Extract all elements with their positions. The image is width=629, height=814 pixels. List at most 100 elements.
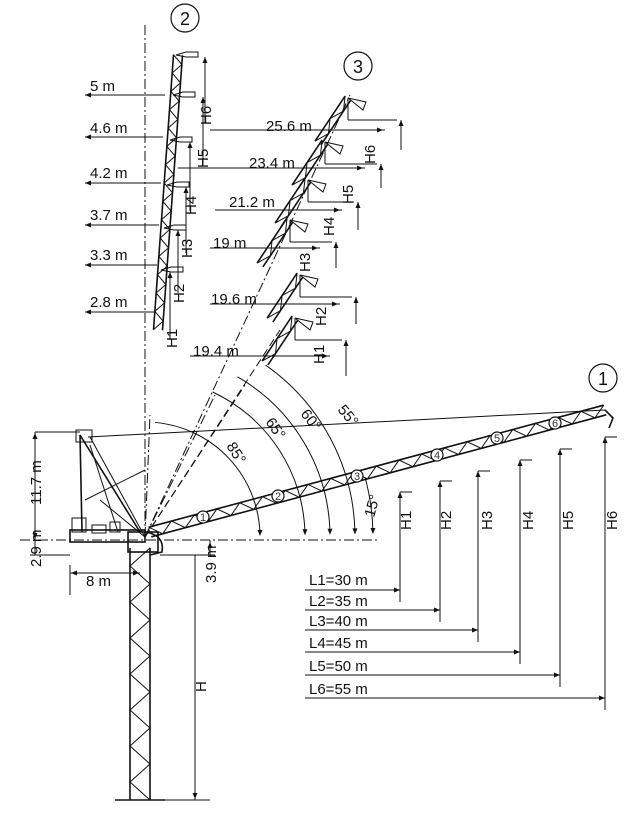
arrowhead [322, 353, 328, 359]
tower-mast-lacing [129, 547, 151, 801]
pos3-height-label: H5 [340, 185, 357, 204]
arrowhead [397, 492, 403, 498]
arrowhead [352, 528, 358, 535]
pos2-radius-label: 3.7 m [90, 207, 128, 224]
pos3-radius-label: 23.4 m [249, 155, 295, 172]
pos1-height-label: H3 [479, 511, 496, 530]
jib-position-2-lacing [153, 54, 183, 331]
jib-position-2 [152, 54, 175, 330]
pos1-length-label: L6=55 m [309, 681, 368, 698]
a-frame-head [75, 429, 93, 443]
pos2-jib-head [169, 136, 193, 143]
arrowhead [183, 187, 189, 193]
pos3-jib-lacing [291, 140, 323, 186]
jib-marker [271, 489, 285, 503]
jib-marker-label: 5 [494, 433, 500, 445]
arrowhead [475, 471, 481, 477]
jib-marker [430, 448, 444, 462]
position-3-label: 3 [353, 57, 363, 77]
pos2-radius-label: 4.2 m [90, 165, 128, 182]
arrowhead [398, 120, 404, 126]
arrowhead [32, 533, 38, 539]
pos3-jib-lacing [274, 178, 306, 224]
pos3-height-label: H1 [311, 345, 328, 364]
pos1-length-label: L2=35 m [309, 593, 368, 610]
winch [91, 524, 107, 534]
jib-65-line [144, 394, 216, 538]
pos2-jib-head [163, 224, 187, 231]
angle-label-65: 65° [262, 415, 289, 443]
pos3-jib-head [299, 274, 319, 288]
pos1-length-label: L3=40 m [309, 613, 368, 630]
pos1-length-label: L1=30 m [309, 572, 368, 589]
a-frame-brace [99, 499, 146, 538]
pos3-radius-label: 19 m [213, 235, 246, 252]
jib-marker [490, 431, 504, 445]
jib-head [604, 409, 614, 429]
arrowhead [175, 230, 181, 236]
dim-slew-height: 3.9 m [203, 545, 220, 583]
position-1-marker: 1 [588, 363, 618, 393]
pos3-jib-lacing [256, 218, 288, 264]
arrowhead [602, 437, 608, 443]
pos1-height-label: H6 [604, 511, 621, 530]
pos3-radius-label: 21.2 m [229, 194, 275, 211]
pos3-jib [267, 319, 299, 366]
arrowhead [554, 672, 560, 678]
arrowhead [394, 587, 400, 593]
dim-top-height: 11.7 m [28, 460, 45, 505]
jib-position-1 [151, 414, 607, 538]
pos3-height-label: H6 [362, 145, 379, 164]
arrowhead [85, 180, 91, 186]
arrowhead [133, 570, 139, 576]
arrowhead [333, 242, 339, 248]
pos3-height-label: H4 [321, 217, 338, 236]
jib-position-1-lacing [148, 404, 605, 535]
arrowhead [71, 570, 77, 576]
angle-arc-60 [237, 376, 331, 534]
pos3-jib-head [324, 141, 344, 155]
jib-marker [350, 469, 364, 483]
angle-label-85: 85° [223, 439, 249, 467]
arrowhead [192, 793, 198, 799]
pos3-jib-head [289, 219, 309, 233]
pos2-height-label: H1 [164, 329, 181, 348]
dim-platform-height: 2.9 m [28, 529, 45, 567]
a-frame-brace [89, 444, 119, 533]
a-frame-leg [79, 434, 141, 533]
arrowhead [377, 127, 383, 133]
position-2-label: 2 [180, 9, 190, 29]
arrowhead [514, 649, 520, 655]
pos2-height-label: H2 [171, 284, 188, 303]
arrowhead [517, 460, 523, 466]
jib-marker [548, 416, 562, 430]
luffing-rope [87, 409, 606, 438]
pos2-height-label: H6 [198, 106, 215, 125]
arrowhead [332, 301, 338, 307]
pos1-height-label: H4 [520, 511, 537, 530]
jib-marker [196, 510, 210, 524]
pos2-height-label: H3 [179, 239, 196, 258]
arrowhead [599, 695, 605, 701]
jib-marker-label: 3 [354, 471, 360, 483]
angle-arc-55 [265, 364, 356, 534]
jib-85-line [144, 414, 151, 538]
pos2-jib-head [160, 266, 184, 273]
pos3-jib [320, 99, 352, 146]
pos3-radius-label: 19.6 m [211, 291, 257, 308]
jib-pos3b-line [144, 329, 281, 538]
pos3-jib-head [347, 97, 367, 111]
position-3-marker: 3 [343, 51, 373, 81]
jib-pos3-line [144, 94, 351, 538]
jib-marker-label: 6 [552, 418, 558, 430]
angle-label-55: 55° [334, 402, 362, 430]
position-1-label: 1 [598, 369, 608, 389]
arrowhead [357, 165, 363, 171]
arrowhead [312, 245, 318, 251]
a-frame-brace [84, 469, 146, 501]
arrowhead [557, 449, 563, 455]
arrowhead [472, 627, 478, 633]
pos2-jib-head [166, 181, 190, 188]
arrowhead [85, 262, 91, 268]
jib-stay [89, 436, 146, 538]
